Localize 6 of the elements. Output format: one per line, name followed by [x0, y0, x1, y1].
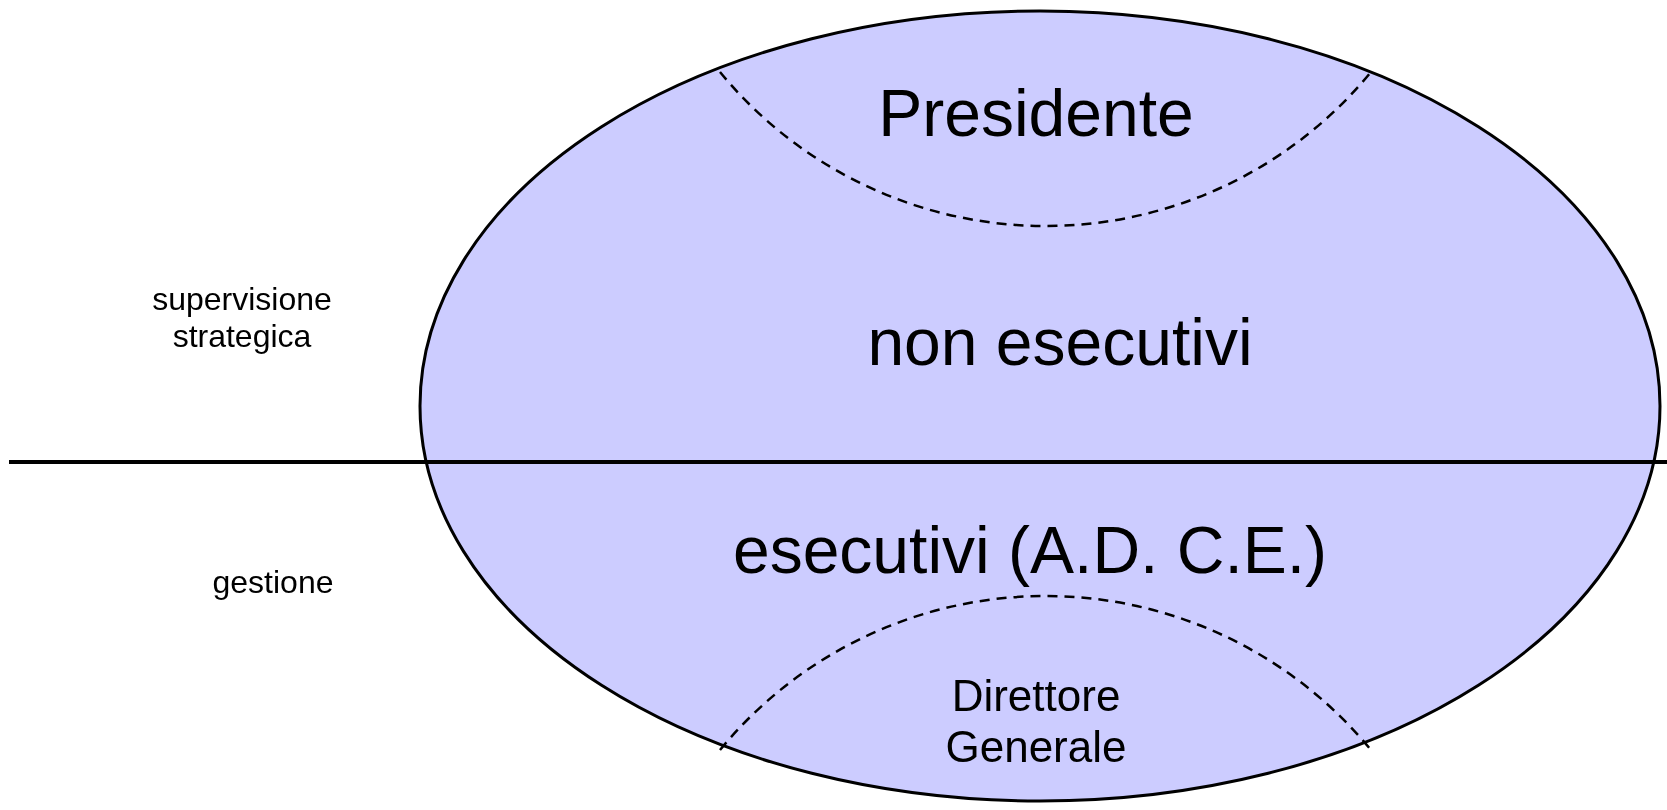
area-label: supervisione strategica — [151, 280, 333, 356]
role-label: non esecutivi — [820, 300, 1300, 386]
role-label: Direttore Generale — [880, 660, 1192, 784]
role-label: Presidente — [856, 74, 1216, 154]
area-label: gestione — [211, 562, 335, 602]
role-label: esecutivi (A.D. C.E.) — [680, 508, 1380, 594]
